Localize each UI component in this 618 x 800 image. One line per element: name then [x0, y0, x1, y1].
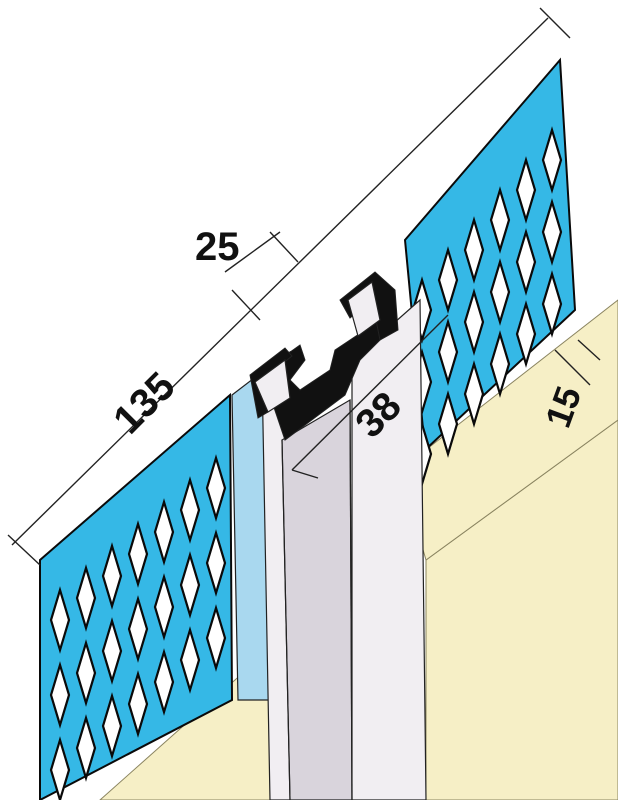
mesh-hole: [541, 198, 563, 266]
mesh-hole: [75, 564, 97, 632]
profile-center-groove: [349, 399, 353, 800]
mesh-hole: [437, 246, 459, 314]
profile-left-face: [281, 398, 353, 800]
mesh-hole: [437, 390, 459, 458]
dim-38-tick-left: [291, 469, 319, 479]
mesh-hole: [489, 186, 511, 254]
dim-135-line: [11, 17, 549, 546]
mesh-hole: [49, 586, 71, 654]
mesh-hole: [101, 692, 123, 760]
dim-25-tick-right: [269, 231, 299, 263]
mesh-hole: [101, 617, 123, 685]
mesh-hole: [153, 573, 175, 641]
dim-25-label: 25: [195, 225, 240, 269]
dim-15-tick: [577, 339, 601, 361]
joint-tab-right: [347, 280, 381, 337]
joint-tab-left: [254, 358, 291, 413]
mesh-hole: [179, 476, 201, 544]
joint-profile-section: [249, 271, 399, 441]
mesh-hole: [153, 648, 175, 716]
mesh-hole: [75, 714, 97, 782]
mesh-hole: [179, 626, 201, 694]
mesh-right-holes: [411, 126, 563, 488]
mesh-hole: [101, 542, 123, 610]
mesh-hole: [489, 258, 511, 326]
mesh-hole: [205, 604, 227, 672]
mesh-hole: [179, 551, 201, 619]
mesh-hole: [437, 318, 459, 386]
mesh-hole: [153, 498, 175, 566]
dim-135-tick-right: [539, 7, 571, 39]
profile-left-groove: [281, 439, 291, 800]
dimension-lines: [7, 7, 601, 566]
mesh-hole: [463, 288, 485, 356]
mesh-left: [39, 392, 234, 800]
mesh-hole: [127, 670, 149, 738]
dim-25-line: [224, 231, 281, 273]
dim-135-label: 135: [105, 364, 183, 442]
dim-15-line: [554, 349, 591, 386]
mesh-hole: [49, 661, 71, 729]
mesh-hole: [541, 126, 563, 194]
mesh-hole: [127, 595, 149, 663]
mesh-hole: [515, 228, 537, 296]
mesh-hole: [515, 300, 537, 368]
mesh-hole: [541, 270, 563, 338]
mesh-hole: [463, 216, 485, 284]
mesh-hole: [515, 156, 537, 224]
mesh-hole: [205, 454, 227, 522]
mesh-hole: [489, 330, 511, 398]
mesh-hole: [205, 529, 227, 597]
mesh-hole: [463, 360, 485, 428]
mesh-hole: [75, 639, 97, 707]
mesh-hole: [127, 520, 149, 588]
profile-body: [261, 298, 427, 800]
dim-135-tick-left: [7, 534, 41, 566]
profile-right-face: [351, 298, 427, 800]
dim-38-line: [291, 314, 449, 471]
dim-25-tick-left: [231, 289, 261, 321]
mesh-left-holes: [49, 454, 227, 800]
mesh-hole: [49, 736, 71, 800]
mesh-right: [403, 57, 577, 488]
